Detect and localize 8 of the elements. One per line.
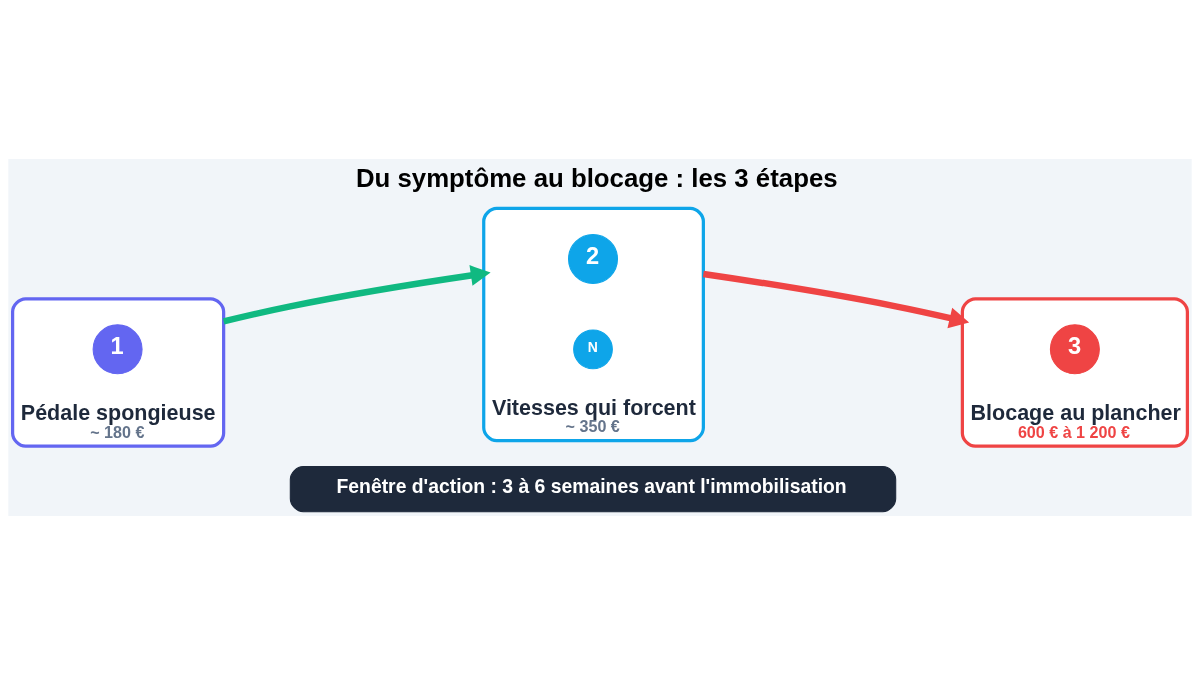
node-circle: 3 — [1049, 324, 1100, 375]
node-circle: 1 — [92, 324, 143, 375]
node-box: Fenêtre d'action : 3 à 6 semaines avant l'immobilisation — [289, 466, 897, 513]
diagram-title: Du symptôme au blocage : les 3 étapes — [355, 164, 838, 193]
node-circle: 2 — [568, 234, 618, 285]
node-circle: N — [573, 329, 613, 370]
arrow — [222, 265, 491, 325]
arrow — [702, 270, 970, 329]
